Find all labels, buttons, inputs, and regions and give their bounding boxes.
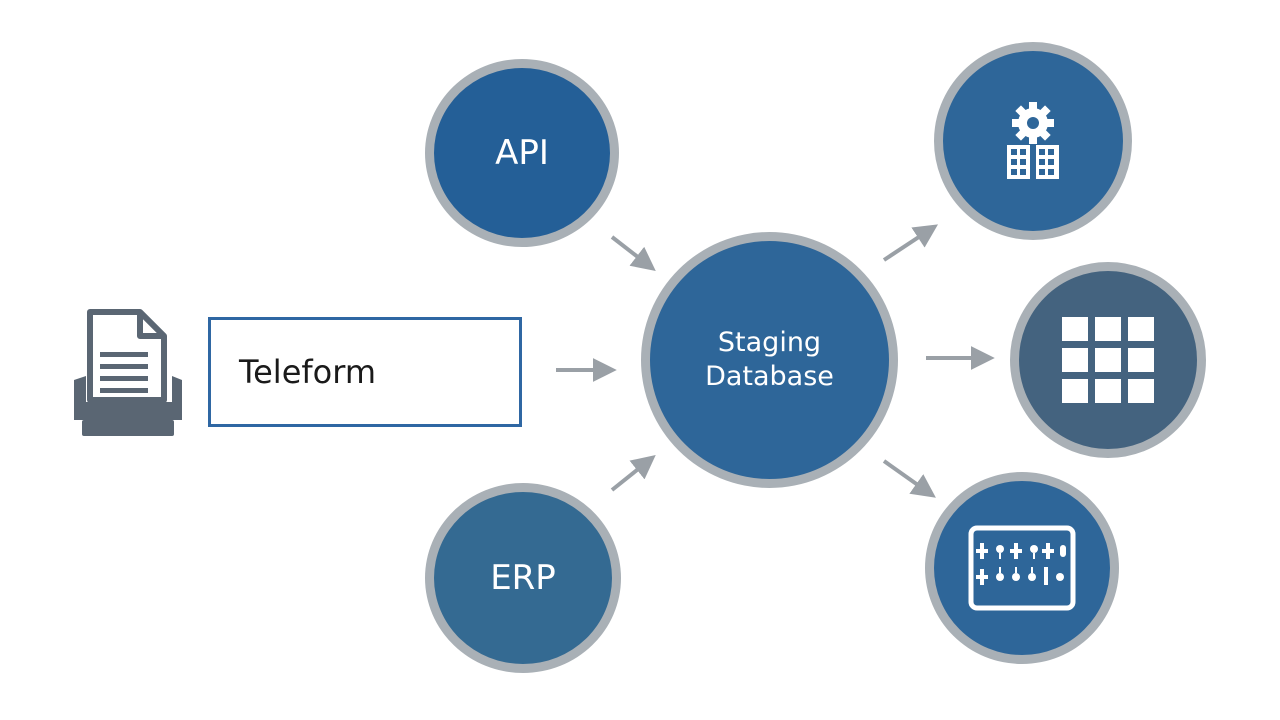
api-node: API xyxy=(425,59,619,247)
staging-label-line2: Database xyxy=(705,361,834,392)
erp-label: ERP xyxy=(490,557,556,598)
teleform-label: Teleform xyxy=(239,353,376,391)
staging-label-line1: Staging xyxy=(717,327,822,359)
erp-node: ERP xyxy=(425,483,621,673)
gear-building-icon xyxy=(1007,102,1059,179)
grid-icon xyxy=(1062,317,1154,403)
arrow-staging-to-bottom-output xyxy=(882,459,936,498)
teleform-box: Teleform xyxy=(208,317,522,427)
output-node-middle xyxy=(1010,262,1206,458)
arrow-staging-to-top-output xyxy=(882,224,939,262)
staging-database-label: Staging Database xyxy=(705,326,834,394)
code-screen-icon xyxy=(968,525,1076,611)
arrow-erp-to-staging xyxy=(610,455,656,492)
output-node-bottom xyxy=(925,472,1119,664)
staging-database-node: Staging Database xyxy=(641,232,898,488)
output-node-top xyxy=(934,42,1132,240)
api-label: API xyxy=(495,132,549,173)
arrow-api-to-staging xyxy=(610,235,656,271)
document-scanner-icon xyxy=(74,309,182,436)
